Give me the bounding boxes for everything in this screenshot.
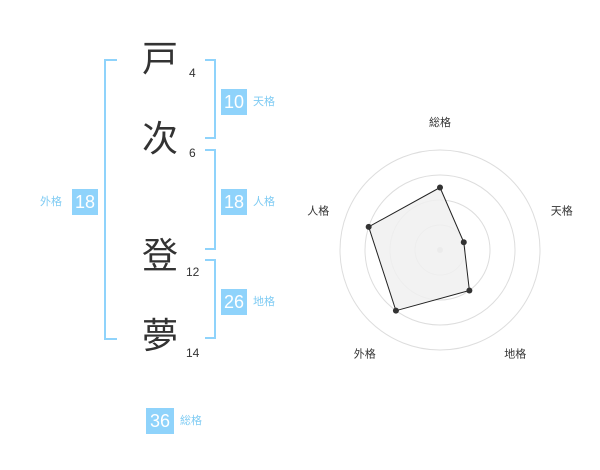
radar-point-3 xyxy=(466,287,473,294)
tenkaku-value: 10 xyxy=(221,89,247,115)
radar-axis-label-3: 地格 xyxy=(504,347,526,361)
jinkaku-bracket xyxy=(205,149,216,250)
name-char-4: 夢 xyxy=(142,316,179,357)
soukaku-label: 総格 xyxy=(180,414,202,427)
gaikaku-value: 18 xyxy=(72,189,98,215)
tenkaku-label: 天格 xyxy=(253,95,275,108)
radar-axis-label-2: 天格 xyxy=(551,203,573,217)
stroke-count-2: 6 xyxy=(189,146,196,160)
jinkaku-label: 人格 xyxy=(253,195,275,208)
name-char-2: 次 xyxy=(142,119,179,160)
chikaku-bracket xyxy=(205,259,216,339)
name-char-3: 登 xyxy=(142,236,179,277)
radar-point-5 xyxy=(365,223,372,230)
radar-axis-label-4: 外格 xyxy=(354,347,376,361)
radar-point-4 xyxy=(392,307,399,314)
gaikaku-label: 外格 xyxy=(40,195,62,208)
stroke-count-1: 4 xyxy=(189,66,196,80)
tenkaku-bracket xyxy=(205,59,216,139)
radar-point-1 xyxy=(437,184,443,191)
stroke-count-3: 12 xyxy=(186,265,200,279)
name-char-1: 戸 xyxy=(142,39,179,80)
jinkaku-value: 18 xyxy=(221,189,247,215)
stroke-count-4: 14 xyxy=(186,346,200,360)
gaikaku-bracket xyxy=(104,59,117,340)
chikaku-value: 26 xyxy=(221,289,247,315)
radar-axis-label-1: 総格 xyxy=(429,115,451,129)
radar-point-2 xyxy=(460,239,467,246)
chikaku-label: 地格 xyxy=(253,295,275,308)
radar-polygon xyxy=(368,186,470,312)
radar-axis-label-5: 人格 xyxy=(307,203,329,217)
soukaku-value: 36 xyxy=(146,408,174,434)
